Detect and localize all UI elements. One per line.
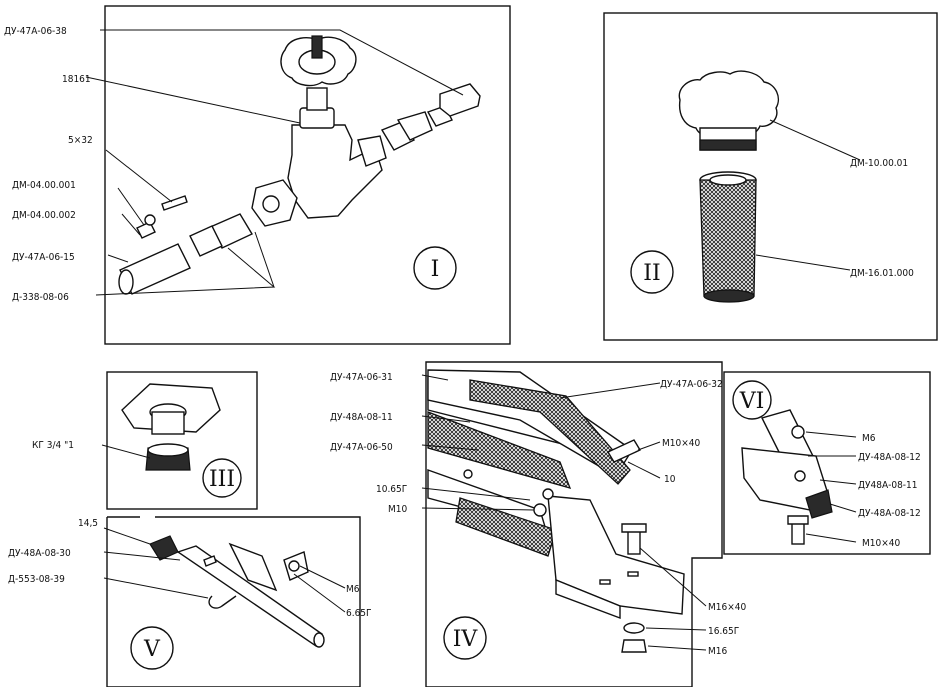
label-m16x40: М16×40 — [708, 602, 746, 613]
label-m10: М10 — [388, 504, 407, 515]
section-5-numeral-ring — [130, 626, 174, 670]
filter-mesh — [699, 171, 757, 303]
section-4-numeral-ring — [443, 616, 487, 660]
label-dm-10-00-01: ДМ-10.00.01 — [850, 158, 908, 169]
label-du-47a-06-32: ДУ-47А-06-32 — [660, 379, 723, 390]
valve-assembly — [118, 35, 481, 295]
label-d-338-08-06: Д-338-08-06 — [12, 292, 69, 303]
label-m6-vi: М6 — [862, 433, 876, 444]
frame-assembly — [427, 369, 685, 653]
section-2-numeral-ring — [630, 250, 674, 294]
label-m6: М6 — [346, 584, 360, 595]
section-4: ДУ-47А-06-31 ДУ-48А-08-11 ДУ-47А-06-50 1… — [330, 361, 746, 687]
label-dm-16-01-000: ДМ-16.01.000 — [850, 268, 914, 279]
label-du-47a-06-50: ДУ-47А-06-50 — [330, 442, 393, 453]
clamp-assembly — [741, 409, 833, 545]
section-3: КГ 3/4 "1 III — [32, 371, 258, 510]
section-1-numeral: I — [431, 257, 440, 282]
section-1-frame — [104, 5, 511, 345]
label-du-48a-08-11: ДУ-48А-08-11 — [330, 412, 393, 423]
section-3-numeral-ring — [202, 458, 242, 498]
section-1: ДУ-47А-06-38 18161 5×32 ДМ-04.00.001 ДМ-… — [4, 5, 511, 345]
label-18161: 18161 — [62, 74, 91, 85]
section-4-frame — [425, 361, 723, 687]
label-dm-04-00-002: ДМ-04.00.002 — [12, 210, 76, 221]
label-du-47a-06-15: ДУ-47А-06-15 — [12, 252, 75, 263]
label-d-553-08-39: Д-553-08-39 — [8, 574, 65, 585]
section-6-frame — [723, 371, 931, 555]
label-16-65g: 16.65Г — [708, 626, 739, 637]
section-5-numeral: V — [143, 637, 161, 662]
label-du-48a-08-12-top: ДУ-48А-08-12 — [858, 452, 921, 463]
label-kg-3-4-1: КГ 3/4 "1 — [32, 440, 74, 451]
section-3-numeral: III — [209, 467, 235, 492]
section-2-numeral: II — [643, 261, 660, 286]
filter-cap — [678, 70, 780, 151]
section-1-numeral-ring — [413, 246, 457, 290]
label-du-47a-06-31: ДУ-47А-06-31 — [330, 372, 393, 383]
label-10: 10 — [664, 474, 676, 485]
label-14-5: 14,5 — [78, 518, 98, 529]
label-m10x40-vi: М10×40 — [862, 538, 900, 549]
section-2: ДМ-10.00.01 ДМ-16.01.000 II — [603, 12, 938, 341]
pipe-assembly — [149, 535, 325, 648]
section-6: VI М6 ДУ-48А-08-12 ДУ48А-08-11 ДУ-48А-08… — [723, 371, 931, 555]
label-10-65g: 10.65Г — [376, 484, 407, 495]
label-du-47a-06-38: ДУ-47А-06-38 — [4, 26, 67, 37]
label-dm-04-00-001: ДМ-04.00.001 — [12, 180, 76, 191]
label-5x32: 5×32 — [68, 135, 93, 146]
threaded-fitting — [121, 383, 221, 471]
label-m10x40: М10×40 — [662, 438, 700, 449]
section-3-frame — [106, 371, 258, 510]
label-du48a-08-11: ДУ48А-08-11 — [858, 480, 918, 491]
label-du-48a-08-30: ДУ-48А-08-30 — [8, 548, 71, 559]
section-6-numeral: VI — [739, 389, 765, 414]
section-6-numeral-ring — [732, 380, 772, 420]
label-du-48a-08-12-bottom: ДУ-48А-08-12 — [858, 508, 921, 519]
section-5-frame — [106, 516, 361, 687]
label-6-65g: 6.65Г — [346, 608, 372, 619]
section-5: 14,5 ДУ-48А-08-30 Д-553-08-39 М6 6.65Г V — [8, 516, 372, 687]
section-2-frame — [603, 12, 938, 341]
section-4-numeral: IV — [453, 627, 479, 652]
label-m16: М16 — [708, 646, 727, 657]
